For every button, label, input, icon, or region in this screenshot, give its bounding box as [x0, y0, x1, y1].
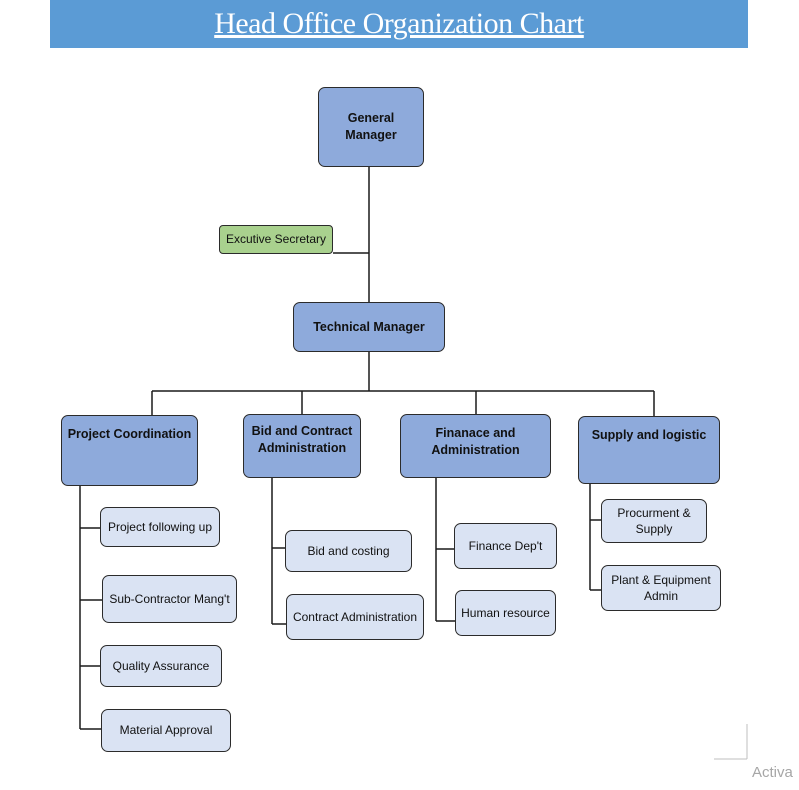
technical-manager-label: Technical Manager: [313, 319, 425, 334]
material-approval-box: Material Approval: [101, 709, 231, 752]
human-resource-box: Human resource: [455, 590, 556, 636]
project-following-up-label: Project following up: [107, 519, 213, 534]
finance-admin-label: Finanace and Administration: [431, 426, 520, 457]
bid-contract-admin-box: Bid and Contract Administration: [243, 414, 361, 478]
plant-equipment-admin-box: Plant & Equipment Admin: [601, 565, 721, 611]
quality-assurance-box: Quality Assurance: [100, 645, 222, 687]
bid-contract-admin-label: Bid and Contract Administration: [251, 424, 353, 455]
supply-logistic-box: Supply and logistic: [578, 416, 720, 484]
quality-assurance-label: Quality Assurance: [112, 658, 210, 673]
activation-watermark: Activa: [752, 764, 793, 781]
procurement-supply-box: Procurment & Supply: [601, 499, 707, 543]
procurement-supply-label: Procurment & Supply: [617, 505, 691, 536]
human-resource-label: Human resource: [461, 605, 550, 620]
project-coordination-label: Project Coordination: [67, 427, 192, 441]
contract-administration-label: Contract Administration: [292, 609, 418, 624]
general-manager-box: General Manager: [318, 87, 424, 167]
project-coordination-box: Project Coordination: [61, 415, 198, 486]
material-approval-label: Material Approval: [119, 723, 213, 738]
contract-administration-box: Contract Administration: [286, 594, 424, 640]
technical-manager-box: Technical Manager: [293, 302, 445, 352]
executive-secretary-box: Excutive Secretary: [219, 225, 333, 254]
title-bar: Head Office Organization Chart: [50, 0, 748, 48]
bid-costing-label: Bid and costing: [307, 543, 390, 558]
supply-logistic-label: Supply and logistic: [591, 428, 707, 442]
executive-secretary-label: Excutive Secretary: [225, 232, 327, 247]
general-manager-label: General Manager: [345, 111, 397, 142]
plant-equipment-admin-label: Plant & Equipment Admin: [611, 572, 711, 603]
subcontractor-mgmt-label: Sub-Contractor Mang't: [109, 591, 230, 606]
chart-title: Head Office Organization Chart: [214, 7, 584, 40]
finance-dept-box: Finance Dep't: [454, 523, 557, 569]
subcontractor-mgmt-box: Sub-Contractor Mang't: [102, 575, 237, 623]
bid-costing-box: Bid and costing: [285, 530, 412, 572]
corner-artifact: [714, 724, 748, 760]
finance-dept-label: Finance Dep't: [468, 538, 543, 553]
finance-admin-box: Finanace and Administration: [400, 414, 551, 478]
project-following-up-box: Project following up: [100, 507, 220, 547]
